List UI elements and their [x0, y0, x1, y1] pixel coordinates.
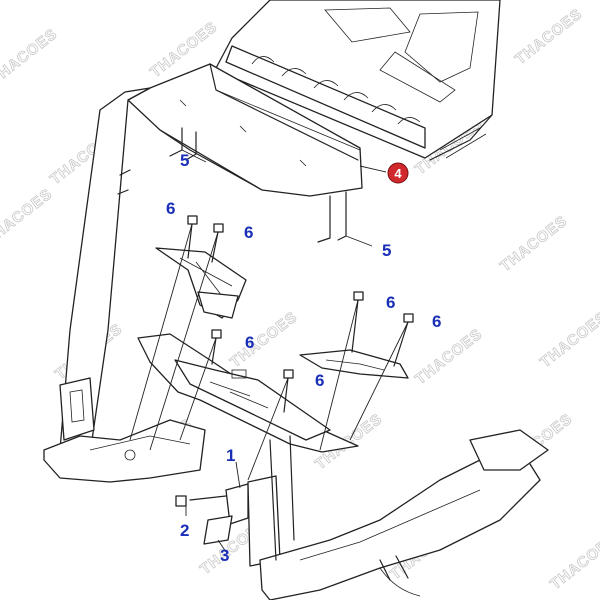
right-bracket: [299, 349, 409, 379]
watermark: THACOES: [537, 308, 600, 371]
callout-part-3: 3: [220, 546, 229, 565]
callout-part-5: 5: [382, 241, 391, 260]
watermark: THACOES: [227, 308, 301, 371]
lower-frame: [259, 429, 549, 600]
watermark: THACOES: [0, 185, 56, 248]
callout-part-6: 6: [315, 371, 324, 390]
callout-part-4: 4: [394, 166, 402, 181]
callout-part-6: 6: [432, 312, 441, 331]
callout-part-2: 2: [180, 521, 189, 540]
upper-bracket: [155, 247, 247, 319]
callout-part-6: 6: [245, 333, 254, 352]
callout-badge-4: 4: [387, 162, 409, 184]
bolt: [283, 369, 294, 413]
bolt: [187, 215, 198, 259]
watermark: THACOES: [547, 530, 600, 593]
roof-cross-member: [225, 45, 426, 149]
watermark: THACOES: [412, 325, 486, 388]
cross-bracket: [137, 333, 359, 453]
callout-part-6: 6: [166, 199, 175, 218]
left-cab-pillar: [43, 87, 206, 483]
callout-part-6: 6: [386, 293, 395, 312]
watermark: THACOES: [512, 5, 586, 68]
watermark: THACOES: [0, 25, 61, 88]
callout-part-1: 1: [226, 446, 235, 465]
bolt: [211, 329, 222, 365]
lower-hardware: [175, 475, 281, 567]
callout-labels: 1 2 3 5 5 6 6 6 6 6 6: [166, 151, 441, 565]
cab-roof: [214, 0, 501, 161]
bolt: [351, 291, 364, 353]
cover-plate: [127, 63, 363, 197]
bolt: [211, 223, 224, 263]
callout-part-5: 5: [180, 151, 189, 170]
callout-part-6: 6: [244, 223, 253, 242]
bolt: [393, 313, 414, 367]
leader-lines: [129, 149, 409, 553]
bolt-set: [187, 215, 414, 413]
badge-circle: [387, 162, 409, 184]
watermark: THACOES: [497, 212, 571, 275]
